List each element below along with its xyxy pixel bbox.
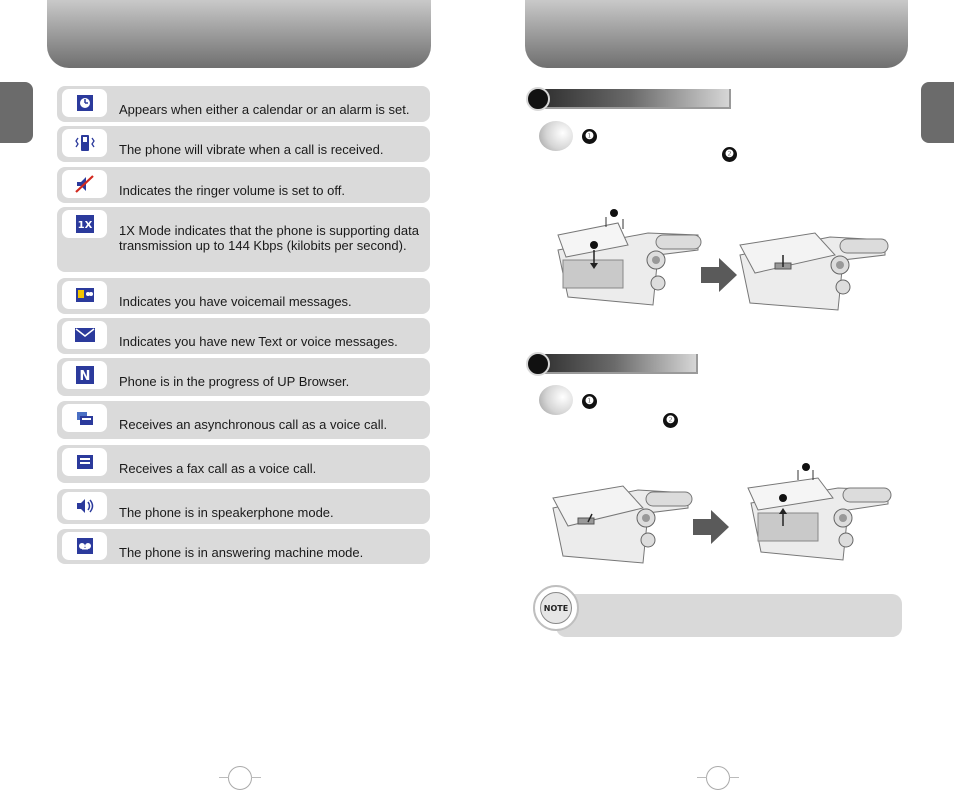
- alarm-clock-icon: [62, 89, 107, 117]
- phone-illustration-remove-after: [743, 458, 893, 568]
- icon-row-voicemail: Indicates you have voicemail messages.: [57, 278, 430, 314]
- section-bullet: [526, 87, 550, 111]
- step-number-2: ❷: [663, 413, 678, 428]
- icon-row-answering-machine: The phone is in answering machine mode.: [57, 529, 430, 564]
- section-bullet: [526, 352, 550, 376]
- async-call-icon: [62, 404, 107, 432]
- fax-icon: [62, 448, 107, 476]
- ringer-off-icon: [62, 170, 107, 198]
- icon-description: The phone will vibrate when a call is re…: [119, 142, 384, 157]
- svg-text:N: N: [79, 369, 90, 384]
- browser-n-icon: N: [62, 361, 107, 389]
- step-circle: [539, 385, 573, 415]
- icon-description: 1X Mode indicates that the phone is supp…: [119, 223, 419, 253]
- icon-row-ringer-off: Indicates the ringer volume is set to of…: [57, 167, 430, 203]
- step-number-1: ❶: [582, 394, 597, 409]
- icon-row-fax: Receives a fax call as a voice call.: [57, 445, 430, 483]
- icon-row-1x-mode: 1X 1X Mode indicates that the phone is s…: [57, 207, 430, 272]
- icon-description: The phone is in answering machine mode.: [119, 545, 364, 560]
- voicemail-icon: [62, 281, 107, 309]
- left-page-header: [47, 0, 431, 68]
- phone-illustration-attach-before: [548, 205, 703, 315]
- page-number-left: [219, 766, 261, 790]
- icon-description: Appears when either a calendar or an ala…: [119, 102, 410, 117]
- phone-illustration-remove-before: [548, 478, 693, 573]
- step-number-1: ❶: [582, 129, 597, 144]
- vibrate-icon: [62, 129, 107, 157]
- answering-machine-icon: [62, 532, 107, 560]
- envelope-icon: [62, 321, 107, 349]
- left-chapter-tab: [0, 82, 33, 143]
- speakerphone-icon: [62, 492, 107, 520]
- icon-description: Indicates you have new Text or voice mes…: [119, 334, 398, 349]
- right-page-header: [525, 0, 908, 68]
- icon-description: Indicates you have voicemail messages.: [119, 294, 352, 309]
- icon-row-async-call: Receives an asynchronous call as a voice…: [57, 401, 430, 439]
- section-bar-attach: [532, 89, 731, 109]
- 1x-mode-icon: 1X: [62, 210, 107, 238]
- step-circle: [539, 121, 573, 151]
- note-label: NOTE: [540, 592, 572, 624]
- right-chapter-tab: [921, 82, 954, 143]
- icon-description: Phone is in the progress of UP Browser.: [119, 374, 350, 389]
- note-icon: NOTE: [533, 585, 579, 631]
- icon-row-message: Indicates you have new Text or voice mes…: [57, 318, 430, 354]
- icon-description: Receives a fax call as a voice call.: [119, 461, 317, 476]
- icon-row-alarm: Appears when either a calendar or an ala…: [57, 86, 430, 122]
- icon-row-speakerphone: The phone is in speakerphone mode.: [57, 489, 430, 524]
- svg-text:1X: 1X: [77, 220, 92, 231]
- phone-illustration-attach-after: [735, 225, 890, 320]
- page-number-right: [697, 766, 739, 790]
- icon-description: The phone is in speakerphone mode.: [119, 505, 334, 520]
- arrow-right-icon: [701, 258, 737, 297]
- step-number-2: ❷: [722, 147, 737, 162]
- icon-row-vibrate: The phone will vibrate when a call is re…: [57, 126, 430, 162]
- icon-description: Receives an asynchronous call as a voice…: [119, 417, 388, 432]
- arrow-right-icon: [693, 510, 729, 549]
- note-box: [556, 594, 902, 637]
- icon-row-browser: N Phone is in the progress of UP Browser…: [57, 358, 430, 396]
- icon-description: Indicates the ringer volume is set to of…: [119, 183, 345, 198]
- section-bar-remove: [532, 354, 698, 374]
